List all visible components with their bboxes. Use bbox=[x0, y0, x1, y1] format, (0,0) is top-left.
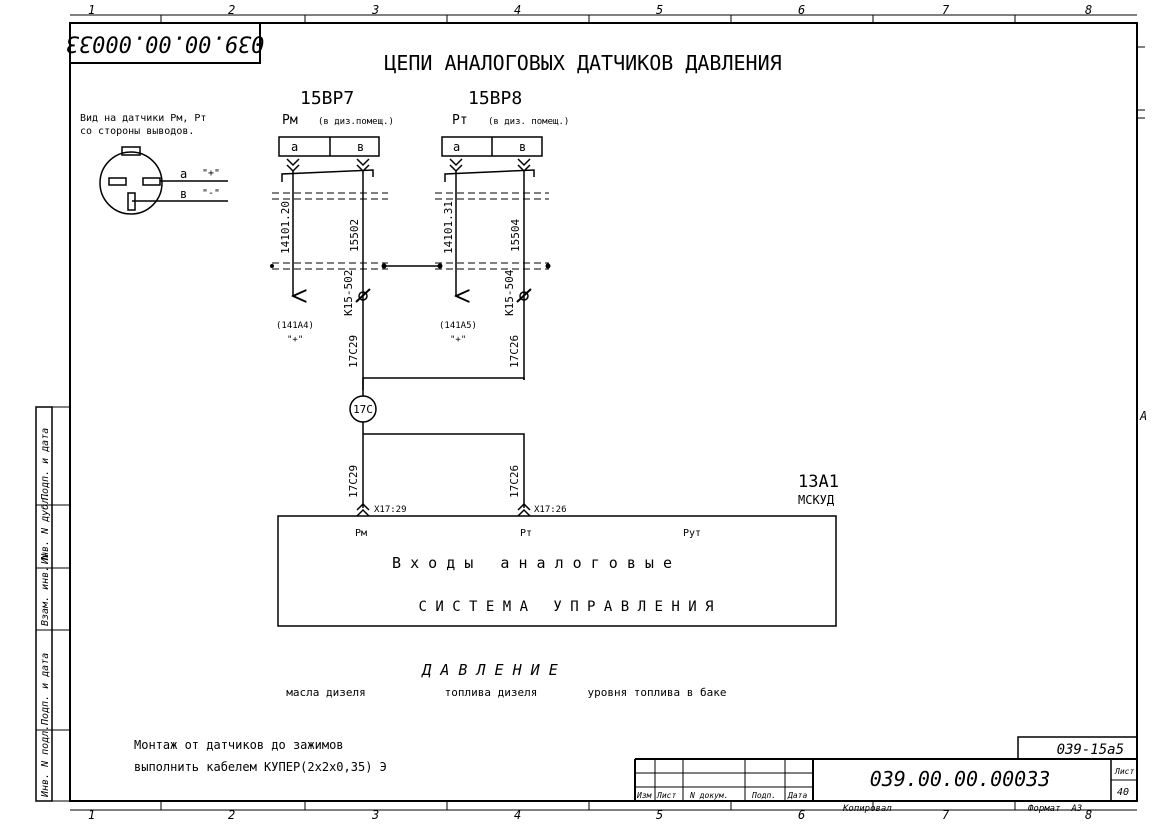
connector-pin-a: а bbox=[180, 167, 187, 181]
pin-label: в bbox=[357, 140, 364, 154]
rotated-doc-number-box: 039.00.00.00033 bbox=[66, 22, 265, 64]
device-ref: 13А1 bbox=[798, 472, 839, 492]
col-header: Подп. bbox=[751, 791, 776, 800]
device-line: С И С Т Е М А У П Р А В Л Е Н И Я bbox=[418, 599, 713, 615]
title-doc-number: 039.00.00.00033 bbox=[870, 767, 1051, 791]
zone-label-bottom: 3 bbox=[371, 808, 379, 822]
note-line: Монтаж от датчиков до зажимов bbox=[134, 738, 344, 752]
junction-label: 17С bbox=[353, 403, 373, 416]
format-label: Формат А3 bbox=[1028, 804, 1082, 814]
zone-label-bottom: 1 bbox=[88, 808, 95, 822]
connector-pin-b-sign: "-" bbox=[202, 188, 220, 199]
wire-label: 17С29 bbox=[347, 335, 360, 368]
wire-label: 14101.31 bbox=[442, 201, 455, 254]
connector-pin-a-sign: "+" bbox=[202, 168, 220, 179]
terminal-label: Х17:29 bbox=[374, 505, 407, 515]
device-input: Рут bbox=[683, 528, 701, 539]
sensor-ref: 15ВР7 bbox=[300, 88, 354, 109]
title-block bbox=[634, 736, 1138, 801]
wire-label: 17С29 bbox=[347, 465, 360, 498]
dest-label: (141А4) bbox=[276, 321, 314, 331]
zone-label-top: 7 bbox=[942, 3, 950, 17]
sheet-label: Лист bbox=[1114, 767, 1134, 776]
sheet-number: 40 bbox=[1117, 787, 1129, 798]
drawing-title: ЦЕПИ АНАЛОГОВЫХ ДАТЧИКОВ ДАВЛЕНИЯ bbox=[384, 51, 781, 75]
side-stamp-label: Подп. и дата bbox=[40, 428, 51, 501]
sheet-code: 039-15а5 bbox=[1057, 742, 1124, 758]
connector-caption: со стороны выводов. bbox=[80, 126, 194, 137]
zone-label-bottom: 7 bbox=[942, 808, 950, 822]
side-stamp-labels: Инв. N подл. Подп. и дата Взам. инв. N И… bbox=[39, 428, 51, 798]
title-block-column-headers: Изм Лист N докум. Подп. Дата bbox=[636, 791, 807, 800]
pin-label: в bbox=[519, 140, 526, 154]
side-stamp-label: Подп. и дата bbox=[40, 653, 51, 726]
pressure-item: уровня топлива в баке bbox=[587, 686, 726, 699]
wire-label: 15502 bbox=[348, 219, 361, 252]
junction-17c bbox=[349, 377, 531, 517]
col-header: Дата bbox=[787, 791, 807, 800]
zone-label-top: 6 bbox=[798, 3, 805, 17]
side-stamp bbox=[35, 406, 71, 802]
device-input: Рм bbox=[355, 528, 367, 539]
zone-label-bottom: 6 bbox=[798, 808, 805, 822]
zone-label-top: 8 bbox=[1085, 3, 1092, 17]
device-input: Рт bbox=[520, 528, 532, 539]
wire-label: 17С26 bbox=[508, 465, 521, 498]
zone-row-label: А bbox=[1139, 409, 1147, 423]
col-header: Лист bbox=[656, 791, 676, 800]
zone-label-top: 3 bbox=[371, 3, 379, 17]
zone-label-bottom: 5 bbox=[656, 808, 663, 822]
col-header: Изм bbox=[636, 791, 653, 800]
zone-label-top: 1 bbox=[88, 3, 95, 17]
connector-pin-b: в bbox=[180, 187, 187, 201]
zone-label-top: 2 bbox=[228, 3, 235, 17]
zone-label-top: 4 bbox=[514, 3, 521, 17]
connector-caption: Вид на датчики Рм, Рт bbox=[80, 113, 206, 124]
side-stamp-label: Инв. N подл. bbox=[40, 725, 51, 798]
cable-label: К15-502 bbox=[342, 270, 355, 316]
note-line: выполнить кабелем КУПЕР(2х2х0,35) Э bbox=[134, 760, 387, 774]
dest-sign: "+" bbox=[287, 335, 303, 345]
wire-label: 17С26 bbox=[508, 335, 521, 368]
sensor-15bp8: 15ВР8 Рт (в диз. помещ.) а в 14101.31 15… bbox=[439, 88, 569, 380]
copied-label: Копировал bbox=[842, 804, 892, 814]
sensor-name: Рт bbox=[452, 113, 468, 128]
wire-label: 15504 bbox=[509, 219, 522, 252]
col-header: N докум. bbox=[689, 791, 729, 800]
sensor-name: Рм bbox=[282, 113, 298, 128]
pin-label: а bbox=[453, 140, 460, 154]
pressure-item: масла дизеля bbox=[286, 686, 365, 699]
device-name: МСКУД bbox=[798, 493, 835, 507]
sensor-ref: 15ВР8 bbox=[468, 88, 522, 109]
pressure-legend: Д А В Л Е Н И Е масла дизеля топлива диз… bbox=[286, 661, 726, 699]
device-line: В х о д ы а н а л о г о в ы е bbox=[392, 554, 672, 572]
device-13a1: 13А1 МСКУД Рм Рт Рут В х о д ы а н а л о… bbox=[277, 472, 839, 627]
connector-view: Вид на датчики Рм, Рт со стороны выводов… bbox=[80, 113, 228, 215]
zone-label-bottom: 8 bbox=[1085, 808, 1092, 822]
sensor-15bp7: 15ВР7 Рм (в диз.помещ.) а в 14101.20 155… bbox=[276, 88, 394, 380]
zone-label-top: 5 bbox=[656, 3, 663, 17]
mounting-note: Монтаж от датчиков до зажимов выполнить … bbox=[134, 738, 387, 774]
pressure-heading: Д А В Л Е Н И Е bbox=[420, 661, 557, 679]
zone-column-labels: 1 2 3 4 5 6 7 8 1 2 3 4 5 6 7 8 А bbox=[88, 3, 1147, 822]
side-stamp-label: Инв. N дубл. bbox=[39, 492, 51, 565]
rotated-doc-number: 039.00.00.00033 bbox=[66, 31, 265, 56]
sensor-location: (в диз.помещ.) bbox=[318, 117, 394, 127]
dest-label: (141А5) bbox=[439, 321, 477, 331]
cable-shields bbox=[272, 192, 549, 270]
zone-label-bottom: 2 bbox=[228, 808, 235, 822]
dest-sign: "+" bbox=[450, 335, 466, 345]
wire-label: 14101.20 bbox=[279, 201, 292, 254]
shield-bond-dots bbox=[270, 263, 551, 269]
zone-label-bottom: 4 bbox=[514, 808, 521, 822]
terminal-label: Х17:26 bbox=[534, 505, 567, 515]
cable-label: К15-504 bbox=[503, 269, 516, 316]
pressure-item: топлива дизеля bbox=[445, 686, 538, 699]
pin-label: а bbox=[291, 140, 298, 154]
sensor-location: (в диз. помещ.) bbox=[488, 117, 569, 127]
side-stamp-label: Взам. инв. N bbox=[40, 553, 51, 626]
